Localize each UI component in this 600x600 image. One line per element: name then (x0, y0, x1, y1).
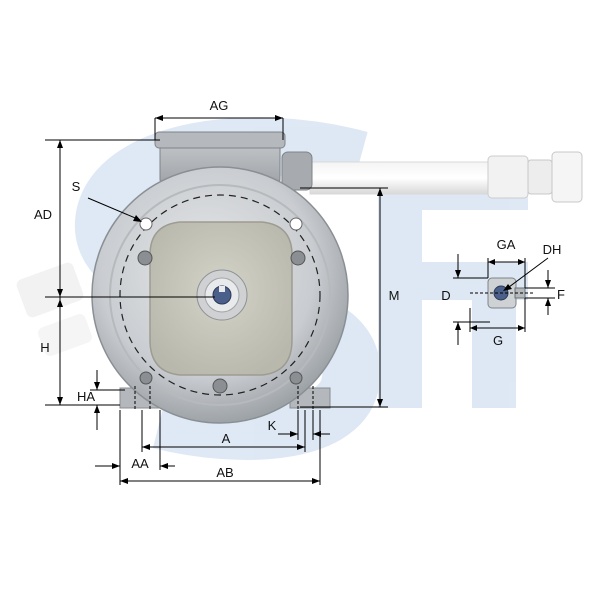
label-ha: HA (77, 389, 95, 404)
foot-hole-markers (134, 386, 314, 410)
bolt-head (212, 378, 228, 394)
label-g: G (493, 333, 503, 348)
mounting-hole (289, 217, 303, 231)
label-dh: DH (543, 242, 562, 257)
connection-cable (309, 151, 583, 203)
label-f: F (557, 287, 565, 302)
bolt-holes (137, 217, 306, 394)
label-k: K (268, 418, 277, 433)
bolt-head (137, 250, 153, 266)
bolt-circle (119, 194, 321, 396)
label-aa: AA (131, 456, 149, 471)
label-ga: GA (497, 237, 516, 252)
motor-housing (91, 131, 349, 424)
bolt-head (289, 371, 303, 385)
label-ab: AB (216, 465, 233, 480)
dimension-labels: AG S AD H HA M A K AA AB GA DH D F G (34, 98, 565, 480)
bolt-head (290, 250, 306, 266)
bolt-head (139, 371, 153, 385)
ghost-cable-left (16, 262, 92, 356)
label-ad: AD (34, 207, 52, 222)
label-m: M (389, 288, 400, 303)
label-a: A (222, 431, 231, 446)
label-s: S (72, 179, 81, 194)
label-ag: AG (210, 98, 229, 113)
dimension-lines (45, 115, 388, 485)
mounting-hole (139, 217, 153, 231)
label-h: H (40, 340, 49, 355)
label-d: D (441, 288, 450, 303)
shaft-detail (453, 254, 555, 345)
